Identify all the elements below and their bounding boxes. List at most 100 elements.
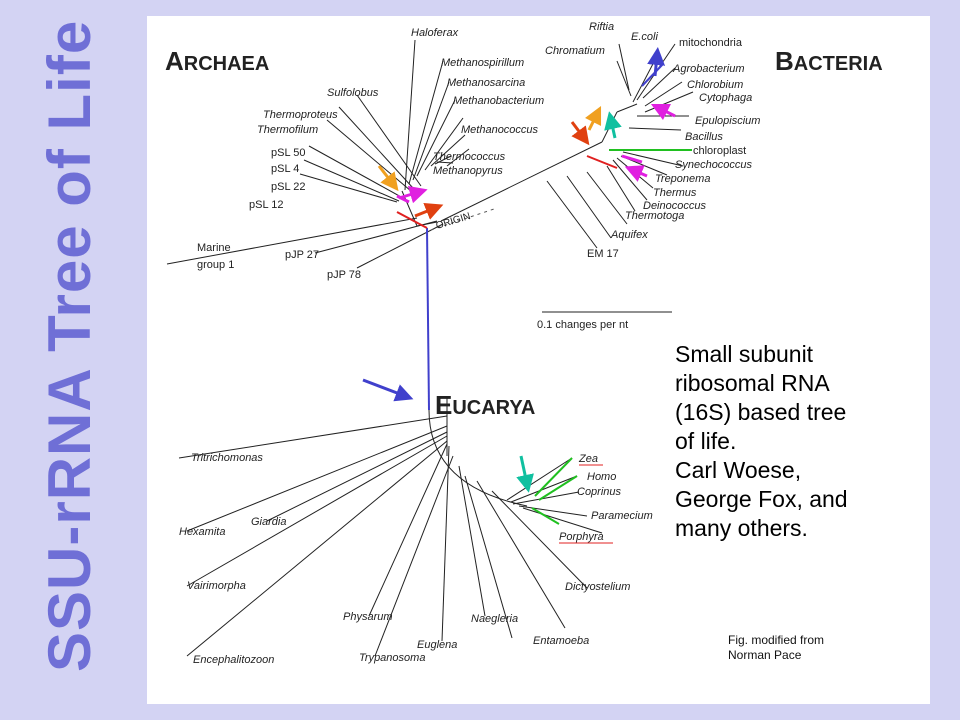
taxon-label: Coprinus [577, 486, 622, 498]
domain-archaea: ARCHAEA [165, 46, 269, 76]
blue-arrow-eucarya [362, 378, 414, 402]
taxon-label: Homo [587, 471, 616, 483]
taxon-label: pSL 22 [271, 181, 305, 193]
taxon-label: Thermofilum [257, 124, 318, 136]
taxon-label: Entamoeba [533, 635, 589, 647]
taxon-label: Paramecium [591, 510, 653, 522]
taxon-label: mitochondria [679, 37, 743, 49]
red-arrow-bacteria [570, 121, 590, 146]
taxon-label: Thermotoga [625, 210, 684, 222]
caption-line: of life. [675, 428, 737, 454]
taxon-label: Chlorobium [687, 79, 743, 91]
taxon-label: Riftia [589, 21, 614, 33]
arrows [362, 47, 676, 493]
orange-arrow-bacteria [584, 105, 602, 131]
taxon-label: Thermococcus [433, 151, 506, 163]
taxon-label: Aquifex [610, 229, 648, 241]
taxon-label: Methanococcus [461, 124, 539, 136]
taxon-label: pJP 27 [285, 249, 319, 261]
origin-label: ORIGIN [435, 211, 472, 232]
taxon-label: Physarum [343, 611, 393, 623]
caption-line: many others. [675, 515, 808, 541]
taxon-label: pJP 78 [327, 269, 361, 281]
scale-label: 0.1 changes per nt [537, 319, 628, 331]
taxon-label: Thermoproteus [263, 109, 338, 121]
taxon-label: Bacillus [685, 131, 723, 143]
caption-line: ribosomal RNA [675, 370, 830, 396]
taxon-label: Methanosarcina [447, 77, 525, 89]
taxon-label: pSL 12 [249, 199, 283, 211]
taxon-label: Haloferax [411, 27, 459, 39]
credit-line: Fig. modified from [728, 633, 825, 647]
taxon-label: Treponema [655, 173, 710, 185]
red-arrow-archaea [414, 202, 444, 220]
taxon-label: pSL 4 [271, 163, 299, 175]
taxon-label: Marine [197, 242, 231, 254]
domain-eucarya-rest: UCARYA [452, 397, 535, 419]
taxon-label: Cytophaga [699, 92, 752, 104]
blue-arrow-mitochondria [647, 47, 666, 77]
taxon-label: Methanospirillum [441, 57, 524, 69]
caption-line: Small subunit [675, 341, 814, 367]
taxon-label: Vairimorpha [187, 580, 246, 592]
phylogenetic-tree: 0.1 changes per nt ORIGIN ARCHAEA BACTER… [165, 21, 883, 666]
taxon-label: Methanobacterium [453, 95, 544, 107]
taxon-label: group 1 [197, 259, 234, 271]
taxon-label: Sulfolobus [327, 87, 379, 99]
side-title: SSU-rRNA Tree of Life [36, 19, 103, 672]
taxon-label: Tritrichomonas [191, 452, 263, 464]
domain-bacteria: BACTERIA [775, 46, 883, 76]
bacteria-labels: Riftia Chromatium E.coli mitochondria Ag… [545, 21, 760, 260]
taxon-label: Zea [578, 453, 598, 465]
taxon-label: Methanopyrus [433, 165, 503, 177]
eucarya-backbone [428, 409, 528, 507]
caption-line: (16S) based tree [675, 399, 847, 425]
taxon-label: Chromatium [545, 45, 605, 57]
taxon-label: Synechococcus [675, 159, 753, 171]
caption: Small subunit ribosomal RNA (16S) based … [675, 340, 925, 543]
magenta-arrow-treponema [624, 165, 648, 182]
taxon-label: pSL 50 [271, 147, 305, 159]
paramecium-green-branch [531, 507, 560, 525]
taxon-label: Epulopiscium [695, 115, 760, 127]
taxon-label: Trypanosoma [359, 652, 425, 664]
taxon-label: chloroplast [693, 145, 746, 157]
zea-green-branch [534, 457, 573, 497]
taxon-label: Encephalitozoon [193, 654, 274, 666]
taxon-label: Dictyostelium [565, 581, 630, 593]
caption-line: George Fox, and [675, 486, 848, 512]
domain-eucarya: EUCARYA [435, 390, 535, 420]
taxon-label: Hexamita [179, 526, 225, 538]
teal-arrow-eucarya [516, 455, 534, 493]
mito-blue-branch [641, 63, 664, 87]
homo-green-branch [538, 475, 578, 501]
root-branch [426, 227, 430, 411]
caption-line: Carl Woese, [675, 457, 802, 483]
taxon-label: Giardia [251, 516, 286, 528]
figure-credit: Fig. modified from Norman Pace [728, 633, 824, 663]
taxon-label: Deinococcus [643, 200, 706, 212]
tree-branches [166, 39, 694, 657]
taxon-label: Porphyra [559, 531, 604, 543]
magenta-arrow-upper [650, 103, 676, 121]
origin-dashes [430, 207, 498, 231]
taxon-label: E.coli [631, 31, 658, 43]
bacteria-red-branch [586, 155, 618, 169]
eucarya-labels: Tritrichomonas Hexamita Giardia Vairimor… [179, 452, 653, 666]
domain-eucarya-initial: E [435, 390, 452, 420]
taxon-label: Thermus [653, 187, 697, 199]
domain-bacteria-rest: ACTERIA [794, 53, 883, 75]
archaea-red-branch [396, 211, 428, 229]
magenta-arrow-archaea [398, 185, 428, 204]
taxon-label: Euglena [417, 639, 457, 651]
domain-archaea-rest: RCHAEA [184, 53, 270, 75]
archaea-labels: Haloferax Methanospirillum Methanosarcin… [197, 27, 544, 281]
credit-line: Norman Pace [728, 648, 802, 662]
tree-figure-panel: 0.1 changes per nt ORIGIN ARCHAEA BACTER… [147, 16, 930, 704]
taxon-label: EM 17 [587, 248, 619, 260]
domain-archaea-initial: A [165, 46, 184, 76]
domain-bacteria-initial: B [775, 46, 794, 76]
bacteria-magenta-branch [621, 154, 643, 164]
orange-arrow-archaea [377, 165, 399, 192]
taxon-label: Naegleria [471, 613, 518, 625]
